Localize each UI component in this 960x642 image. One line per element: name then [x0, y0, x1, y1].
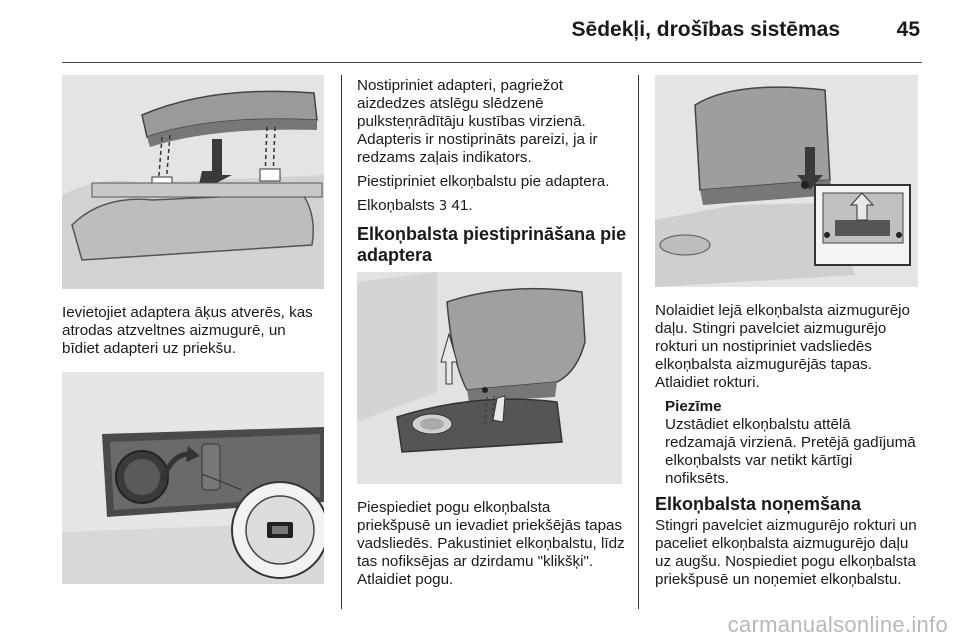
- column-3: Nolaidiet lejā elkoņbalsta aizmugurējo d…: [655, 75, 920, 595]
- note-title: Piezīme: [665, 398, 722, 415]
- page-title: Sēdekļi, drošības sistēmas: [571, 18, 840, 41]
- instruction-text: Piespiediet pogu elkoņbalsta priekšpusē …: [357, 499, 625, 588]
- page-number: 45: [896, 18, 920, 41]
- watermark: carmanualsonline.info: [727, 612, 948, 637]
- section-heading: Elkoņbalsta noņemšana: [655, 494, 862, 514]
- instruction-text: Nolaidiet lejā elkoņbalsta aizmugurējo d…: [655, 302, 910, 391]
- note-box: Piezīme Uzstādiet elkoņbalstu attēlā red…: [665, 398, 920, 488]
- instruction-text: Piestipriniet elkoņbalstu pie adaptera.: [357, 173, 610, 190]
- note-text: Uzstādiet elkoņbalstu attēlā redzamajā v…: [665, 416, 916, 487]
- xref-page: 41.: [451, 197, 473, 214]
- column-1: Ievietojiet adaptera āķus atverēs, kas a…: [62, 75, 324, 584]
- page-header: Sēdekļi, drošības sistēmas 45: [62, 0, 922, 63]
- figure-armrest-rear: [655, 75, 918, 287]
- figure-key-lock: [62, 372, 324, 584]
- column-divider-2: [638, 75, 639, 609]
- column-2: Nostipriniet adapteri, pagriežot aizdedz…: [357, 75, 627, 595]
- section-heading: Elkoņbalsta piestiprināšana pie adaptera: [357, 224, 627, 265]
- xref-label: Elkoņbalsts: [357, 197, 435, 214]
- page-ref-icon: 3: [438, 199, 448, 214]
- figure-armrest-attach: [357, 272, 622, 484]
- instruction-text: Nostipriniet adapteri, pagriežot aizdedz…: [357, 77, 598, 166]
- column-divider-1: [341, 75, 342, 609]
- instruction-text: Stingri pavelciet aizmugurējo rokturi un…: [655, 517, 917, 588]
- figure-adapter-hooks: [62, 75, 324, 289]
- instruction-text: Ievietojiet adaptera āķus atverēs, kas a…: [62, 304, 313, 357]
- cross-reference: Elkoņbalsts 3 41.: [357, 197, 627, 216]
